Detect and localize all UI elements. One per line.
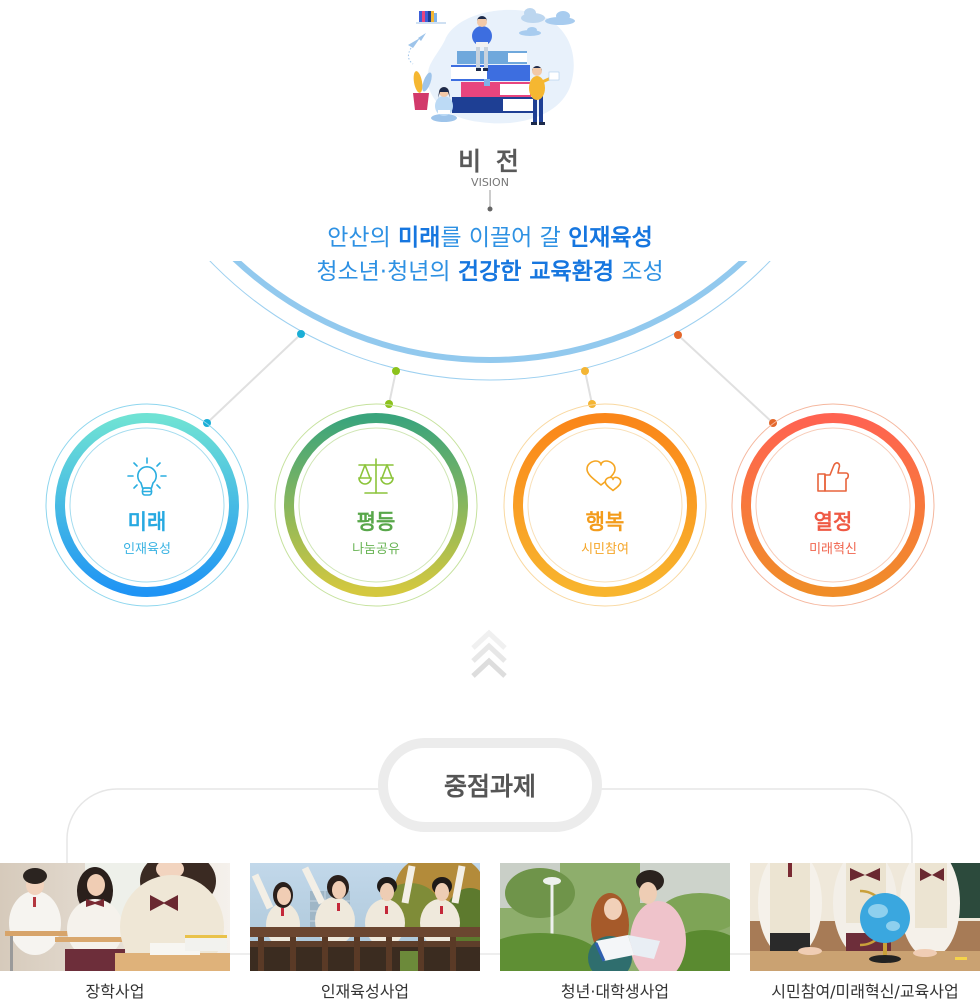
statement-segment: 조성 [614, 259, 664, 285]
statement-segment: 청소년·청년의 [316, 259, 458, 285]
value-ring-passion [731, 403, 935, 607]
task-card-scholarship[interactable]: 장학사업 [0, 863, 230, 1001]
key-tasks-pill [378, 738, 602, 832]
talent-development-photo [250, 863, 480, 971]
task-card-civic-innovation-education[interactable]: 시민참여/미래혁신/교육사업 [750, 863, 980, 1001]
lightbulb-icon [127, 457, 167, 496]
youth-students-photo [500, 863, 730, 971]
value-ring-equality [274, 403, 478, 607]
scale-icon [358, 458, 394, 494]
student-sitting [431, 87, 457, 122]
core-value-title: 행복 [585, 510, 625, 534]
plant-icon [413, 71, 432, 110]
statement-highlight: 건강한 교육환경 [457, 259, 615, 285]
students-books-illustration [407, 8, 575, 125]
task-label[interactable]: 인재육성사업 [320, 982, 410, 1001]
task-label[interactable]: 청년·대학생사업 [560, 982, 670, 1001]
task-card-youth-students[interactable]: 청년·대학생사업 [500, 863, 730, 1001]
core-value-title: 열정 [813, 510, 853, 534]
civic-innovation-education-photo [750, 863, 980, 971]
statement-segment: 를 이끌어 갈 [440, 225, 569, 251]
vision-statement-line1: 안산의 미래를 이끌어 갈 인재육성 [0, 221, 980, 255]
book-stack [451, 51, 535, 113]
statement-highlight: 미래 [398, 225, 441, 251]
task-card-talent-development[interactable]: 인재육성사업 [250, 863, 480, 1001]
core-value-subtitle: 미래혁신 [809, 542, 857, 557]
hearts-icon [586, 460, 622, 492]
vision-title: 비 전 [458, 147, 522, 176]
statement-highlight: 인재육성 [568, 225, 653, 251]
paper-plane-icon [407, 33, 426, 65]
core-value-title: 평등 [356, 510, 396, 534]
vision-subtitle: VISION [471, 176, 509, 189]
key-tasks-title: 중점과제 [443, 772, 536, 801]
core-value-title: 미래 [127, 510, 167, 534]
core-value-subtitle: 인재육성 [123, 542, 171, 557]
value-ring-future [45, 403, 249, 607]
cloud-icon [519, 8, 575, 36]
connector-dots [203, 330, 777, 427]
task-label[interactable]: 시민참여/미래혁신/교육사업 [771, 982, 959, 1001]
statement-segment: 안산의 [327, 225, 399, 251]
thumbs-up-icon [817, 462, 850, 492]
task-label[interactable]: 장학사업 [85, 982, 145, 1001]
vision-connector [487, 190, 493, 212]
value-ring-happiness [503, 403, 707, 607]
vision-statement-line2: 청소년·청년의 건강한 교육환경 조성 [0, 255, 980, 289]
vision-arc [209, 261, 771, 381]
scholarship-photo [0, 863, 230, 971]
core-value-subtitle: 시민참여 [581, 542, 629, 557]
student-on-books [472, 16, 492, 71]
triple-chevron-up-icon [471, 629, 507, 678]
core-value-subtitle: 나눔공유 [352, 542, 400, 557]
bookshelf-icon [416, 11, 446, 24]
student-standing [529, 66, 560, 125]
value-connectors [206, 333, 774, 424]
